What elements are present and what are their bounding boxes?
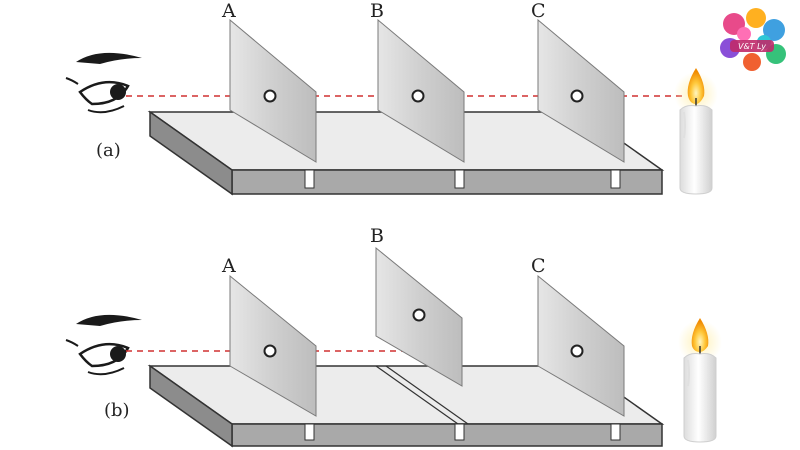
screen-c <box>537 274 625 417</box>
panel-b: A B C (b) <box>65 225 722 448</box>
panel-label-b: (b) <box>104 400 130 421</box>
screen-label-b: B <box>370 0 384 22</box>
screen-label-a: A <box>221 0 236 22</box>
screen-label-b: B <box>370 225 384 247</box>
screen-hole <box>411 89 425 103</box>
screen-hole <box>570 344 584 358</box>
screen-b <box>377 18 465 163</box>
screen-hole <box>570 89 584 103</box>
screen-label-c: C <box>531 255 546 277</box>
screen-hole <box>263 344 277 358</box>
screen-label-a: A <box>221 255 236 277</box>
panel-label-a: (a) <box>96 140 121 161</box>
logo-text: V&T Ly <box>738 42 766 51</box>
eye-icon <box>65 52 142 114</box>
screen-b-displaced <box>375 246 463 387</box>
candle-icon <box>678 318 722 443</box>
candle-icon <box>674 68 718 195</box>
channel-logo: V&T Ly <box>718 6 786 74</box>
panel-a: A B C (a) <box>65 0 718 196</box>
screen-c <box>537 18 625 163</box>
screen-a <box>229 18 317 163</box>
screen-hole <box>263 89 277 103</box>
screen-label-c: C <box>531 0 546 22</box>
screen-hole <box>412 308 426 322</box>
eye-icon <box>65 314 142 376</box>
screen-a <box>229 274 317 417</box>
